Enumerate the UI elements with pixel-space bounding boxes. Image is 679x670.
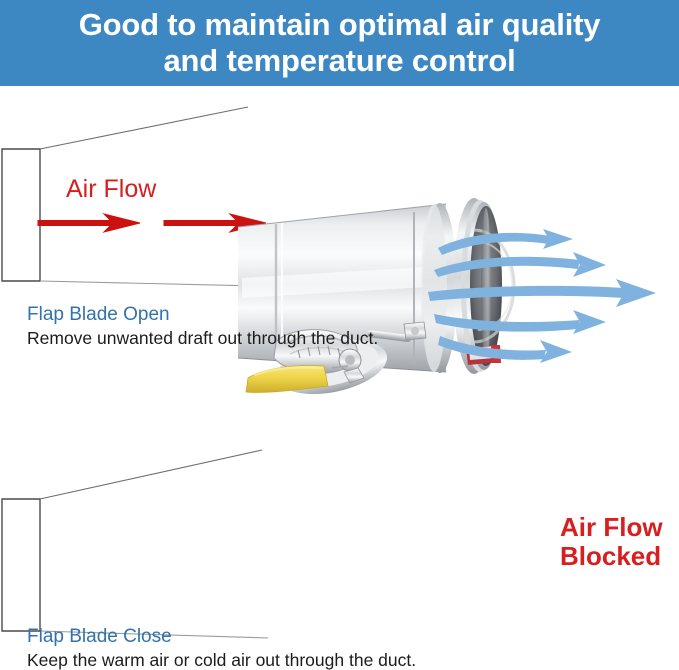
panel-flap-blade-close: Air Flow Blocked Flap Blade Close Keep t… bbox=[0, 371, 679, 670]
header-banner: Good to maintain optimal air quality and… bbox=[0, 0, 679, 86]
airflow-blocked-line2: Blocked bbox=[560, 541, 662, 571]
airflow-label-open: Air Flow bbox=[66, 175, 157, 203]
duct-funnel-outline-icon bbox=[1, 449, 269, 639]
airflow-blocked-line1: Air Flow bbox=[560, 512, 663, 542]
caption-subtitle-close: Keep the warm air or cold air out throug… bbox=[27, 650, 417, 670]
hvac-damper-product-icon bbox=[237, 198, 656, 395]
blue-airflow-arrow-right-icon bbox=[428, 229, 656, 363]
caption-title-close: Flap Blade Close bbox=[27, 626, 172, 647]
caption-subtitle-open: Remove unwanted draft out through the du… bbox=[27, 328, 379, 348]
caption-title-open: Flap Blade Open bbox=[27, 304, 170, 325]
header-title-line2: and temperature control bbox=[163, 43, 516, 78]
caption-flap-blade-open: Flap Blade Open Remove unwanted draft ou… bbox=[27, 303, 378, 349]
airflow-blocked-label: Air Flow Blocked bbox=[560, 513, 663, 571]
duct-funnel-outline-icon bbox=[1, 106, 259, 287]
panel-flap-blade-open: Air Flow bbox=[0, 86, 679, 395]
header-title-line1: Good to maintain optimal air quality bbox=[78, 7, 601, 42]
caption-flap-blade-close: Flap Blade Close Keep the warm air or co… bbox=[27, 625, 416, 670]
